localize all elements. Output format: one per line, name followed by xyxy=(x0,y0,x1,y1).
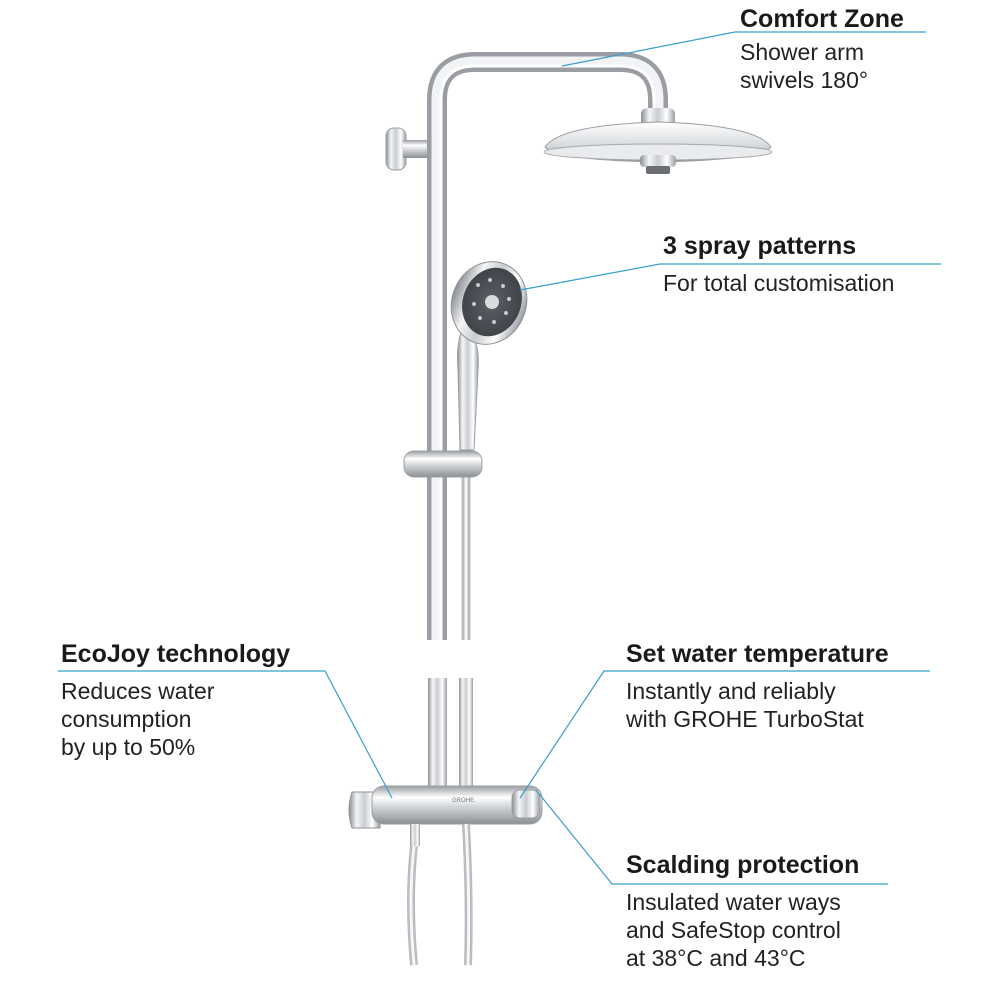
callout-desc-line: For total customisation xyxy=(663,270,895,296)
callout-title: Comfort Zone xyxy=(740,5,904,33)
comfort-zone-leader xyxy=(561,31,926,67)
lower-hose xyxy=(407,823,473,966)
ecojoy-leader xyxy=(58,670,393,799)
callout-scalding: Scalding protection Insulated water ways… xyxy=(626,850,859,972)
callout-desc-line: Shower arm xyxy=(740,39,864,65)
callout-comfort-zone: Comfort Zone Shower arm swivels 180° xyxy=(740,4,904,94)
callout-desc-line: consumption xyxy=(61,706,192,732)
callout-desc-line: and SafeStop control xyxy=(626,917,841,943)
callout-spray-patterns: 3 spray patterns For total customisation xyxy=(663,231,894,297)
callout-desc-line: Insulated water ways xyxy=(626,889,841,915)
grohe-logo: GROHE xyxy=(452,798,474,804)
callout-ecojoy: EcoJoy technology Reduces water consumpt… xyxy=(61,639,290,761)
thermostat-mixer: GROHE xyxy=(348,785,543,846)
callout-desc-line: Reduces water xyxy=(61,678,215,704)
callout-desc-line: Instantly and reliably xyxy=(626,678,836,704)
scalding-leader xyxy=(535,789,888,885)
callout-water-temperature: Set water temperature Instantly and reli… xyxy=(626,639,889,733)
water-temperature-leader xyxy=(519,670,930,799)
overhead-shower-head xyxy=(543,108,773,174)
callout-desc-line: with GROHE TurboStat xyxy=(626,706,864,732)
callout-title: EcoJoy technology xyxy=(61,640,291,668)
sliding-holder xyxy=(403,450,483,478)
callout-desc-line: swivels 180° xyxy=(740,67,869,93)
callout-desc-line: by up to 50% xyxy=(61,734,196,760)
callout-title: Scalding protection xyxy=(626,851,860,879)
callout-title: Set water temperature xyxy=(626,640,889,668)
leader-lines xyxy=(58,31,941,885)
callout-title: 3 spray patterns xyxy=(663,232,857,260)
hand-shower xyxy=(450,261,528,451)
spray-patterns-leader xyxy=(519,263,941,291)
riser-rail-upper xyxy=(427,52,668,640)
riser-rail-lower xyxy=(428,678,473,793)
callout-desc-line: at 38°C and 43°C xyxy=(626,945,806,971)
